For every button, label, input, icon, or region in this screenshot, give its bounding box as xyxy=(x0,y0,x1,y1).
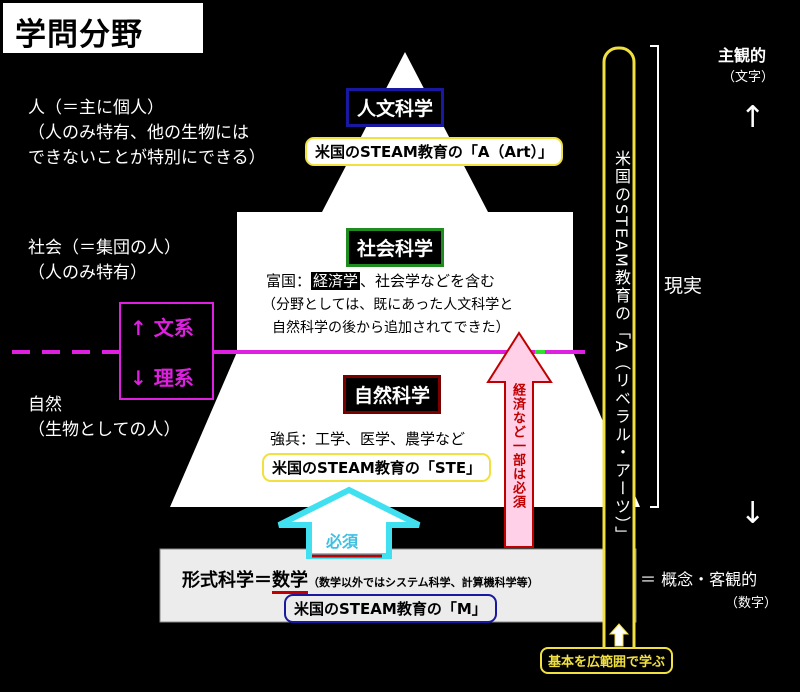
formal-prefix: 形式科学＝ xyxy=(182,570,272,591)
reality-label: 現実 xyxy=(664,275,703,297)
person-line-3: できないことが特別にできる） xyxy=(28,148,266,168)
formal-math: 数学 xyxy=(272,570,308,594)
reality-bracket xyxy=(650,45,659,508)
nature-line-2: （生物としての人） xyxy=(28,420,181,440)
person-description: 人（＝主に個人） （人のみ特有、他の生物には できないことが特別にできる） xyxy=(28,96,266,171)
society-line-1: 社会（＝集団の人） xyxy=(28,238,181,258)
required-label: 必須 xyxy=(326,532,359,551)
formal-main: 形式科学＝数学（数学以外ではシステム科学、計算機科学等） xyxy=(182,566,539,594)
page-title: 学問分野 xyxy=(15,17,143,53)
economics-highlight: 経済学 xyxy=(311,272,361,290)
divider-box xyxy=(119,302,214,400)
formal-sub: （数学以外ではシステム科学、計算機科学等） xyxy=(308,576,539,589)
pillar-label: 米国のSTEAM教育の「A（リベラル・アーツ）」 xyxy=(612,150,631,544)
objective-label: ＝ 概念・客観的 xyxy=(640,570,758,589)
subjective-label: 主観的 xyxy=(718,46,767,65)
social-label: 社会科学 xyxy=(346,228,445,267)
humanities-side-label: ↑ 文系 xyxy=(130,316,194,340)
society-description: 社会（＝集団の人） （人のみ特有） xyxy=(28,236,181,286)
nature-line-1: 自然 xyxy=(28,395,62,415)
humanities-steam: 米国のSTEAM教育の「A（Art）」 xyxy=(305,137,564,166)
society-line-2: （人のみ特有） xyxy=(28,263,147,283)
natural-label: 自然科学 xyxy=(343,375,442,414)
humanities-label: 人文科学 xyxy=(346,88,445,127)
formal-steam: 米国のSTEAM教育の「M」 xyxy=(284,594,497,623)
social-line-1-prefix: 富国： xyxy=(266,272,312,290)
social-line-2: （分野としては、既にあった人文科学と xyxy=(262,297,514,313)
subjective-sub: （文字） xyxy=(722,70,775,85)
page-title-box: 学問分野 xyxy=(0,0,206,56)
social-line-1: 富国：経済学、社会学などを含む xyxy=(266,270,495,291)
science-side-label: ↓ 理系 xyxy=(130,366,194,390)
person-line-1: 人（＝主に個人） xyxy=(28,98,164,118)
social-line-3: 自然科学の後から追加されてできた） xyxy=(272,320,510,336)
objective-sub: （数字） xyxy=(725,596,778,611)
natural-line-1: 強兵：工学、医学、農学など xyxy=(270,430,466,448)
natural-steam: 米国のSTEAM教育の「STE」 xyxy=(262,453,492,482)
economics-arrow-label: 経済など一部は必須 xyxy=(510,383,525,509)
humanities-triangle xyxy=(322,52,488,212)
down-arrow: ↓ xyxy=(740,496,766,531)
person-line-2: （人のみ特有、他の生物には xyxy=(28,123,249,143)
pillar-base-label: 基本を広範囲で学ぶ xyxy=(540,647,674,674)
nature-description: 自然 （生物としての人） xyxy=(28,393,181,443)
up-arrow: ↑ xyxy=(740,100,766,135)
economics-arrow xyxy=(486,331,553,548)
social-line-1-suffix: 、社会学などを含む xyxy=(360,272,496,290)
